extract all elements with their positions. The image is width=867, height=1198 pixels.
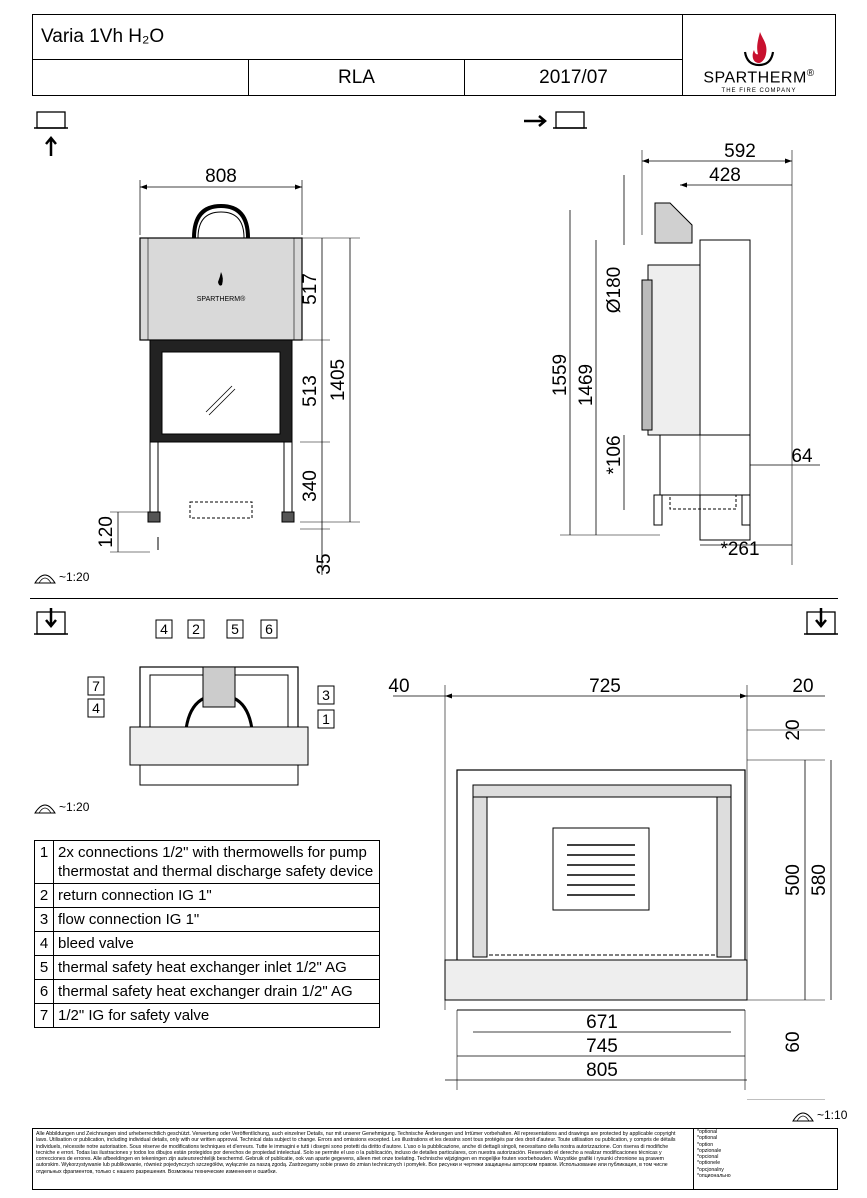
callout-2: 2 [192,621,200,637]
copyright-footer: Alle Abbildungen und Zeichnungen sind ur… [32,1128,838,1190]
drawing-date: 2017/07 [465,60,683,96]
dim-725: 725 [589,676,621,697]
drawing-title: Varia 1Vh H₂O [33,15,683,60]
view-front-icon [34,111,68,156]
dim-total: 1405 [328,359,349,401]
front-view-drawing: 808 SPARTHERM® 517 513 1405 340 35 120 [96,166,360,575]
dim-depth-2: 428 [709,165,741,186]
dim-805: 805 [586,1060,618,1081]
callout-3: 3 [322,687,330,703]
dim-foot: 120 [96,516,117,548]
scale-1: ~1:20 [34,570,89,584]
scale-3: ~1:10 [792,1108,847,1122]
dim-40: 40 [388,676,409,697]
scale-icon [34,804,56,814]
plan-view-drawing: 40 725 20 20 500 580 60 671 745 805 [388,676,832,1100]
dim-20: 20 [792,676,813,697]
brand-logo: SPARTHERM® THE FIRE COMPANY [683,15,835,96]
dim-671: 671 [586,1012,618,1033]
view-side-icon [524,111,587,129]
dim-height-1: 1559 [550,354,571,396]
dim-depth: 592 [724,141,756,162]
dim-opt-106: *106 [604,435,625,474]
dim-mid: 513 [300,375,321,407]
callout-1: 1 [322,711,330,727]
dim-20b: 20 [783,719,804,740]
scale-icon [34,574,56,584]
connection-view-drawing: 4 2 5 6 7 4 3 1 [87,619,335,786]
dim-top: 517 [300,273,321,305]
title-block: Varia 1Vh H₂O RLA 2017/07 SPARTHERM® THE… [32,14,836,96]
section-divider [30,598,838,599]
view-top-icon [34,608,68,635]
dim-bottom: 35 [314,553,335,574]
dim-580: 580 [809,864,830,896]
dim-500: 500 [783,864,804,896]
brand-tagline: THE FIRE COMPANY [721,88,797,94]
callout-4a: 4 [160,621,168,637]
empty-cell [33,60,249,96]
dim-60: 60 [783,1031,804,1052]
stove-logo: SPARTHERM® [197,295,246,303]
dim-height-2: 1469 [576,364,597,406]
side-view-drawing: 592 428 1559 1469 Ø180 *106 64 *261 [550,141,820,565]
scale-2: ~1:20 [34,800,89,814]
view-top-icon-right [804,608,838,635]
dim-64: 64 [791,446,813,467]
dim-flue-diameter: Ø180 [604,267,625,313]
drawing-code: RLA [249,60,465,96]
brand-name: SPARTHERM [703,69,807,86]
callout-5: 5 [231,621,239,637]
dim-745: 745 [586,1036,618,1057]
dim-legs: 340 [300,470,321,502]
options-column: *optional *optional *option *opzionale *… [693,1129,837,1189]
registered-mark: ® [806,67,815,79]
callout-7: 7 [92,678,100,694]
dim-opt-261: *261 [720,539,759,560]
scale-icon [792,1112,814,1122]
callout-4b: 4 [92,700,100,716]
copyright-text: Alle Abbildungen und Zeichnungen sind ur… [36,1131,676,1175]
dim-width: 808 [205,166,237,187]
callout-6: 6 [265,621,273,637]
flame-icon [743,31,775,66]
